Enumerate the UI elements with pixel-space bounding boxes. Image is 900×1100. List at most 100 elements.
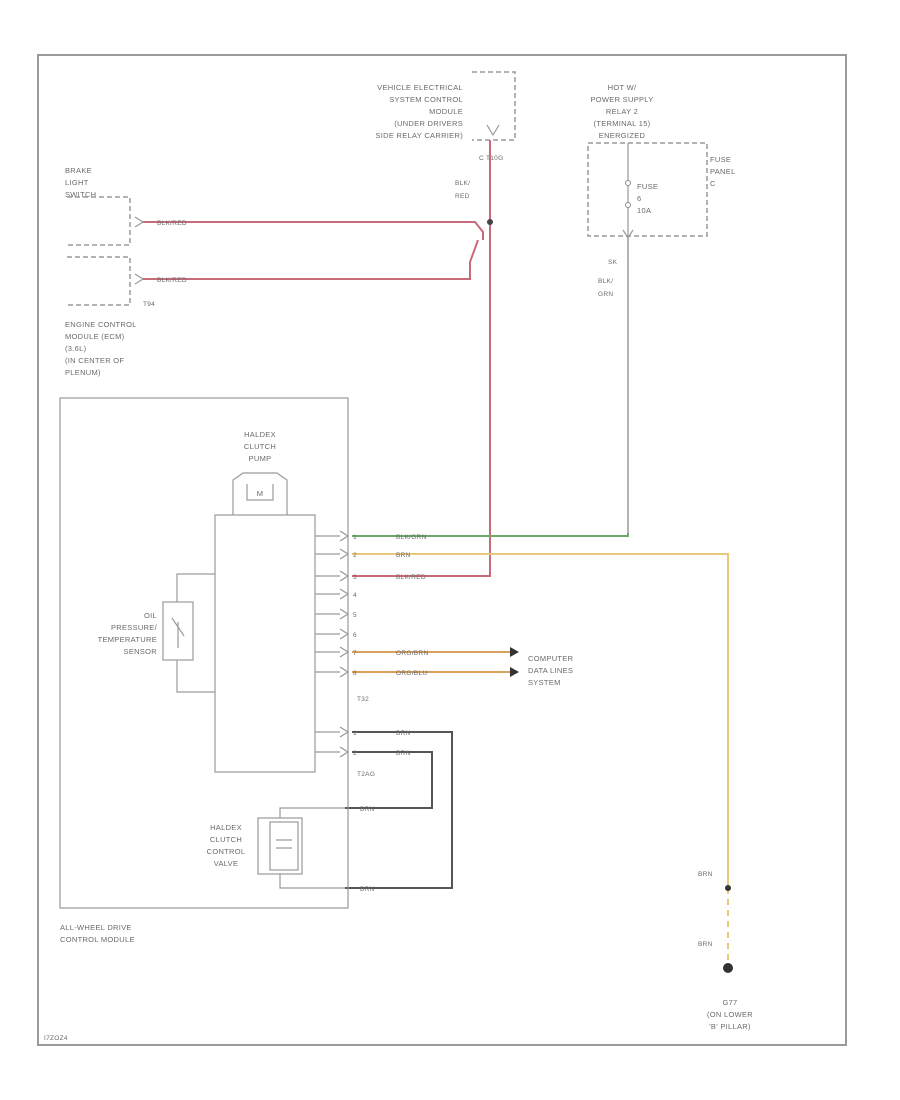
computer-label-1: COMPUTER — [528, 654, 574, 663]
wire-vesc-blk-red — [352, 140, 491, 577]
brake-label-3: SWITCH — [65, 190, 96, 199]
ecm-label-4: (IN CENTER OF — [65, 356, 124, 365]
relay-label-1: HOT W/ — [608, 83, 637, 92]
ground-wire-label-lower: BRN — [698, 941, 713, 948]
brake-label-1: BRAKE — [65, 166, 92, 175]
pump-motor-symbol: M — [257, 489, 264, 498]
wire-label-brn: BRN — [396, 552, 411, 559]
pump-label-2: CLUTCH — [244, 442, 276, 451]
pin-6: 6 — [353, 632, 357, 639]
oil-label-2: PRESSURE/ — [111, 623, 158, 632]
oil-label-3: TEMPERATURE — [98, 635, 157, 644]
splice-red — [487, 219, 493, 225]
fuse-label-3: 10A — [637, 206, 651, 215]
oil-label-4: SENSOR — [124, 647, 158, 656]
brn-splice — [725, 885, 731, 891]
wire-dark-2 — [345, 751, 433, 809]
pin-8: 8 — [353, 670, 357, 677]
fuse-label-2: 6 — [637, 194, 641, 203]
wire-label-org-brn: ORG/BRN — [396, 650, 428, 657]
wire-label-brn-dark-2: BRN — [396, 750, 411, 757]
awd-label-1: ALL-WHEEL DRIVE — [60, 923, 132, 932]
vesc-label-3: MODULE — [429, 107, 463, 116]
ecm-label-1: ENGINE CONTROL — [65, 320, 137, 329]
brake-wire-label: BLK/RED — [157, 220, 187, 227]
pump-label-1: HALDEX — [244, 430, 276, 439]
t2ag-label: T2AG — [357, 771, 375, 778]
blk-grn-label-upper-2: GRN — [598, 291, 613, 298]
wire-label-brn-dark-3: BRN — [360, 806, 375, 813]
pump-label-3: PUMP — [249, 454, 272, 463]
red-wires — [143, 140, 491, 577]
ground-wire-label-upper: BRN — [698, 871, 713, 878]
control-unit — [214, 514, 316, 773]
ecm-label-5: PLENUM) — [65, 368, 101, 377]
ecm-wire-label: BLK/RED — [157, 277, 187, 284]
wire-label-org-blu: ORG/BLU — [396, 670, 427, 677]
relay-label-5: ENERGIZED — [599, 131, 646, 140]
wire-label-brn-dark-4: BRN — [360, 886, 375, 893]
fuse-pin-label: SK — [608, 259, 618, 266]
fuse-label-1: FUSE — [637, 182, 658, 191]
vesc-wire-label-2: RED — [455, 193, 470, 200]
pin-t2ag-1: 1 — [353, 730, 357, 737]
wire-label-brn-dark-1: BRN — [396, 730, 411, 737]
valve-label-4: VALVE — [214, 859, 239, 868]
pin-4: 4 — [353, 592, 357, 599]
ecm-connector-label: T94 — [143, 301, 155, 308]
pin-7: 7 — [353, 650, 357, 657]
t32-connector — [315, 530, 350, 758]
valve-label-2: CLUTCH — [210, 835, 242, 844]
relay-label-4: (TERMINAL 15) — [594, 119, 651, 128]
diagram-code: I7ZOZ4 — [44, 1035, 68, 1042]
ground-label-1: G77 — [722, 998, 737, 1007]
brake-label-2: LIGHT — [65, 178, 89, 187]
wire-dark-1 — [345, 731, 453, 889]
ecm-label-2: MODULE (ECM) — [65, 332, 125, 341]
haldex-clutch-pump: HALDEX CLUTCH PUMP M — [232, 430, 288, 515]
haldex-clutch-control-valve: HALDEX CLUTCH CONTROL VALVE — [207, 807, 345, 889]
fuse-terminal-top — [625, 180, 631, 186]
pin-3: 3 — [353, 574, 357, 581]
wire-ecm-blk-red — [143, 239, 479, 280]
blk-grn-label-upper-1: BLK/ — [598, 278, 613, 285]
ground-label-2: (ON LOWER — [707, 1010, 753, 1019]
awd-label-2: CONTROL MODULE — [60, 935, 135, 944]
pin-2: 2 — [353, 552, 357, 559]
awd-module-box — [59, 397, 349, 909]
pin-1: 1 — [353, 534, 357, 541]
arrow-org-brn — [510, 647, 519, 657]
ground-g77: BRN BRN G77 (ON LOWER 'B' PILLAR) — [698, 871, 753, 1031]
ecm-label-3: (3.6L) — [65, 344, 87, 353]
vesc-label-1: VEHICLE ELECTRICAL — [377, 83, 463, 92]
pin-5: 5 — [353, 612, 357, 619]
ground-label-3: 'B' PILLAR) — [709, 1022, 751, 1031]
wire-brake-blk-red — [143, 221, 484, 240]
brake-light-switch: BRAKE LIGHT SWITCH — [65, 166, 145, 246]
fuse-terminal-bottom — [625, 202, 631, 208]
valve-label-3: CONTROL — [207, 847, 246, 856]
relay-label-2: POWER SUPPLY — [590, 95, 653, 104]
fuse-panel-label-3: C — [710, 179, 716, 188]
arrow-org-blu — [510, 667, 519, 677]
oil-pressure-temperature-sensor: OIL PRESSURE/ TEMPERATURE SENSOR — [98, 573, 215, 693]
relay-label-3: RELAY 2 — [606, 107, 638, 116]
wire-label-blk-red: BLK/RED — [396, 574, 426, 581]
vesc-wire-label-1: BLK/ — [455, 180, 470, 187]
computer-label-3: SYSTEM — [528, 678, 561, 687]
vesc-module: VEHICLE ELECTRICAL SYSTEM CONTROL MODULE… — [375, 71, 516, 162]
t32-label: T32 — [357, 696, 369, 703]
ground-symbol — [723, 963, 733, 973]
fuse-panel-label-1: FUSE — [710, 155, 731, 164]
fuse-panel: HOT W/ POWER SUPPLY RELAY 2 (TERMINAL 15… — [587, 83, 736, 298]
vesc-label-4: (UNDER DRIVERS — [394, 119, 463, 128]
wire-brn — [352, 553, 729, 885]
valve-label-1: HALDEX — [210, 823, 242, 832]
fuse-panel-label-2: PANEL — [710, 167, 736, 176]
oil-label-1: OIL — [144, 611, 157, 620]
vesc-connector-label: C T10G — [479, 155, 503, 162]
vesc-label-2: SYSTEM CONTROL — [389, 95, 463, 104]
pin-t2ag-2: 2 — [353, 750, 357, 757]
engine-control-module: T94 ENGINE CONTROL MODULE (ECM) (3.6L) (… — [65, 256, 155, 377]
